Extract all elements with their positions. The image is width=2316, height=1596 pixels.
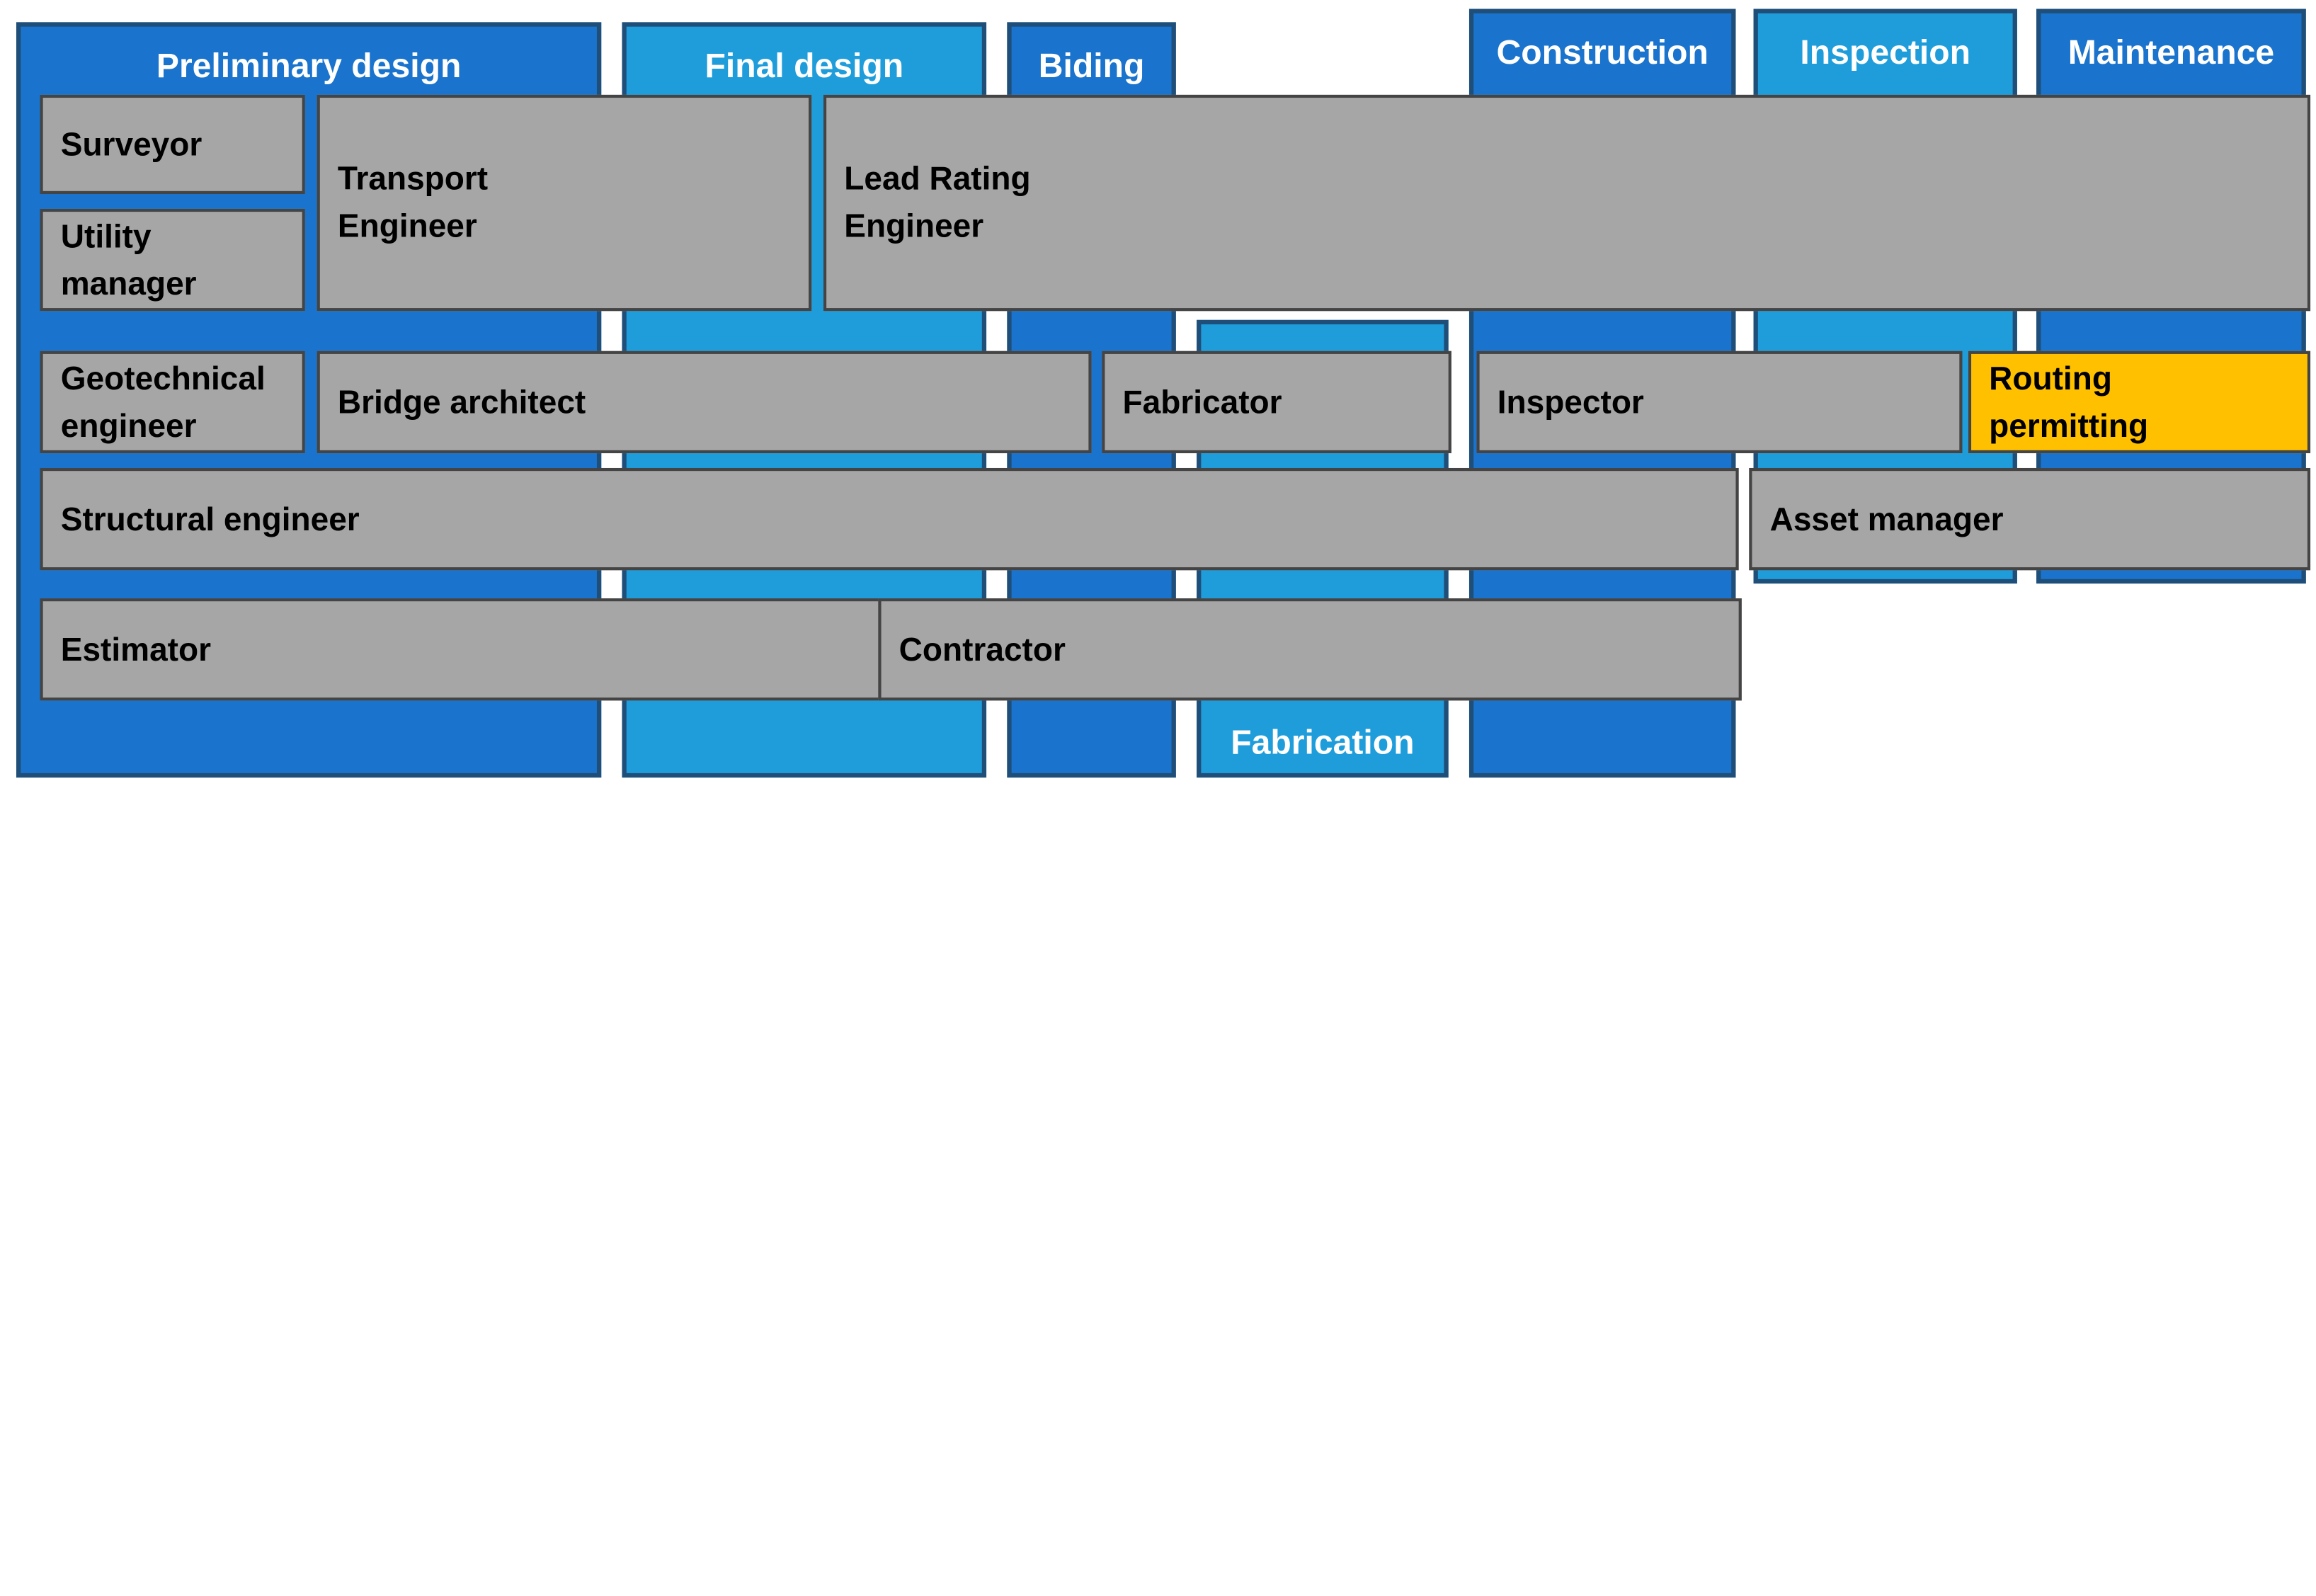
phase-label-fabrication: Fabrication bbox=[1231, 722, 1415, 762]
role-surveyor: Surveyor bbox=[40, 94, 305, 195]
role-label-fabricator: Fabricator bbox=[1122, 382, 1282, 420]
role-label-asset-manager: Asset manager bbox=[1769, 499, 2004, 537]
role-fabricator: Fabricator bbox=[1102, 350, 1451, 454]
role-label-bridge-architect: Bridge architect bbox=[337, 382, 586, 420]
phase-label-maintenance: Maintenance bbox=[2067, 33, 2275, 72]
phase-label-final-design: Final design bbox=[705, 45, 904, 85]
role-label-lead-rating-engineer: Lead Rating Engineer bbox=[844, 159, 1031, 245]
role-label-utility-manager: Utility manager bbox=[60, 217, 197, 302]
role-label-contractor: Contractor bbox=[899, 630, 1066, 668]
role-label-surveyor: Surveyor bbox=[60, 125, 202, 163]
role-estimator: Estimator bbox=[40, 598, 882, 701]
role-asset-manager: Asset manager bbox=[1749, 467, 2311, 571]
role-routing-permitting: Routing permitting bbox=[1968, 350, 2311, 454]
role-label-estimator: Estimator bbox=[60, 630, 212, 668]
role-bridge-architect: Bridge architect bbox=[316, 350, 1092, 454]
role-structural-engineer: Structural engineer bbox=[40, 467, 1739, 571]
role-label-transport-engineer: Transport Engineer bbox=[337, 159, 489, 245]
role-label-structural-engineer: Structural engineer bbox=[60, 499, 360, 537]
role-contractor: Contractor bbox=[878, 598, 1742, 701]
role-label-routing-permitting: Routing permitting bbox=[1989, 359, 2149, 444]
phase-label-construction: Construction bbox=[1496, 33, 1709, 72]
role-geotechnical-engineer: Geotechnical engineer bbox=[40, 350, 305, 454]
phase-label-preliminary-design: Preliminary design bbox=[156, 45, 462, 85]
role-label-inspector: Inspector bbox=[1497, 382, 1644, 420]
role-label-geotechnical-engineer: Geotechnical engineer bbox=[60, 359, 266, 444]
role-transport-engineer: Transport Engineer bbox=[316, 94, 812, 312]
role-utility-manager: Utility manager bbox=[40, 208, 305, 312]
role-inspector: Inspector bbox=[1476, 350, 1963, 454]
phase-label-inspection: Inspection bbox=[1800, 33, 1971, 72]
phase-label-biding: Biding bbox=[1038, 45, 1145, 85]
role-lead-rating-engineer: Lead Rating Engineer bbox=[823, 94, 2311, 312]
